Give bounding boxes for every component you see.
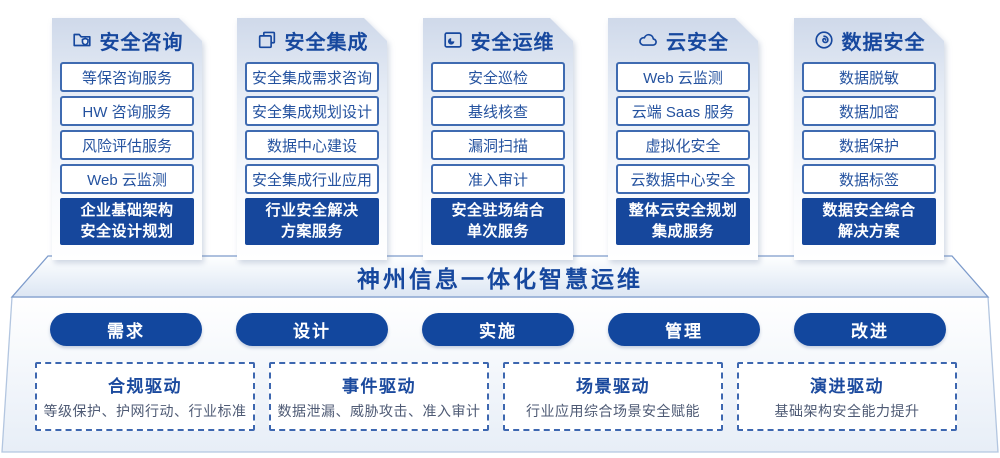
- documents-icon: [258, 31, 275, 49]
- column-footer: 安全驻场结合 单次服务: [431, 198, 565, 245]
- service-item: 安全集成需求咨询: [245, 62, 379, 92]
- column-footer: 企业基础架构 安全设计规划: [60, 198, 194, 245]
- column-data-security: 数据安全 数据脱敏 数据加密 数据保护 数据标签 数据安全综合 解决方案: [794, 10, 944, 260]
- driver-desc: 等级保护、护网行动、行业标准: [43, 403, 247, 419]
- service-item: 云数据中心安全: [616, 164, 750, 194]
- service-item: 数据中心建设: [245, 130, 379, 160]
- column-header: 数据安全: [802, 18, 936, 62]
- service-item: 风险评估服务: [60, 130, 194, 160]
- service-item: 数据标签: [802, 164, 936, 194]
- column-card: 安全集成 安全集成需求咨询 安全集成规划设计 数据中心建设 安全集成行业应用 行…: [237, 18, 387, 260]
- fingerprint-icon: [814, 31, 833, 49]
- column-cloud-security: 云安全 Web 云监测 云端 Saas 服务 虚拟化安全 云数据中心安全 整体云…: [608, 10, 758, 260]
- service-item: 数据保护: [802, 130, 936, 160]
- driver-scenario: 场景驱动 行业应用综合场景安全赋能: [503, 362, 723, 431]
- driver-desc: 基础架构安全能力提升: [774, 403, 920, 419]
- driver-row: 合规驱动 等级保护、护网行动、行业标准 事件驱动 数据泄漏、威胁攻击、准入审计 …: [35, 362, 957, 431]
- column-card: 安全运维 安全巡检 基线核查 漏洞扫描 准入审计 安全驻场结合 单次服务: [423, 18, 573, 260]
- column-security-consulting: 安全咨询 等保咨询服务 HW 咨询服务 风险评估服务 Web 云监测 企业基础架…: [52, 10, 202, 260]
- column-title: 安全咨询: [99, 31, 184, 54]
- service-item: 准入审计: [431, 164, 565, 194]
- column-header: 云安全: [616, 18, 750, 62]
- driver-title: 场景驱动: [576, 377, 650, 396]
- column-title: 安全运维: [470, 31, 555, 54]
- driver-compliance: 合规驱动 等级保护、护网行动、行业标准: [35, 362, 255, 431]
- pill-requirement: 需求: [50, 313, 202, 346]
- cloud-icon: [639, 33, 657, 46]
- pill-design: 设计: [236, 313, 388, 346]
- service-item: Web 云监测: [60, 164, 194, 194]
- service-item: 漏洞扫描: [431, 130, 565, 160]
- banner-title: 神州信息一体化智慧运维: [357, 265, 643, 292]
- driver-title: 事件驱动: [342, 377, 416, 396]
- driver-desc: 数据泄漏、威胁攻击、准入审计: [277, 403, 481, 419]
- service-item: 安全巡检: [431, 62, 565, 92]
- folder-shield-icon: [72, 33, 91, 47]
- column-header: 安全集成: [245, 18, 379, 62]
- service-item: 数据脱敏: [802, 62, 936, 92]
- pill-management: 管理: [608, 313, 760, 346]
- driver-evolution: 演进驱动 基础架构安全能力提升: [737, 362, 957, 431]
- column-security-operations: 安全运维 安全巡检 基线核查 漏洞扫描 准入审计 安全驻场结合 单次服务: [423, 10, 573, 260]
- column-footer: 整体云安全规划 集成服务: [616, 198, 750, 245]
- pill-improvement: 改进: [794, 313, 946, 346]
- service-item: 安全集成规划设计: [245, 96, 379, 126]
- service-item: 虚拟化安全: [616, 130, 750, 160]
- driver-desc: 行业应用综合场景安全赋能: [526, 403, 700, 419]
- driver-title: 合规驱动: [108, 377, 182, 396]
- service-item: 数据加密: [802, 96, 936, 126]
- service-item: HW 咨询服务: [60, 96, 194, 126]
- column-card: 数据安全 数据脱敏 数据加密 数据保护 数据标签 数据安全综合 解决方案: [794, 18, 944, 260]
- driver-incident: 事件驱动 数据泄漏、威胁攻击、准入审计: [269, 362, 489, 431]
- service-item: 安全集成行业应用: [245, 164, 379, 194]
- column-security-integration: 安全集成 安全集成需求咨询 安全集成规划设计 数据中心建设 安全集成行业应用 行…: [237, 10, 387, 260]
- service-item: 云端 Saas 服务: [616, 96, 750, 126]
- driver-title: 演进驱动: [810, 377, 884, 396]
- service-item: Web 云监测: [616, 62, 750, 92]
- service-item: 基线核查: [431, 96, 565, 126]
- column-title: 安全集成: [284, 31, 369, 54]
- dashboard-icon: [443, 32, 462, 48]
- column-title: 数据安全: [841, 31, 926, 54]
- column-card: 安全咨询 等保咨询服务 HW 咨询服务 风险评估服务 Web 云监测 企业基础架…: [52, 18, 202, 260]
- column-header: 安全咨询: [60, 18, 194, 62]
- column-card: 云安全 Web 云监测 云端 Saas 服务 虚拟化安全 云数据中心安全 整体云…: [608, 18, 758, 260]
- column-footer: 行业安全解决 方案服务: [245, 198, 379, 245]
- service-item: 等保咨询服务: [60, 62, 194, 92]
- column-header: 安全运维: [431, 18, 565, 62]
- pill-implementation: 实施: [422, 313, 574, 346]
- process-pill-row: 需求 设计 实施 管理 改进: [50, 313, 946, 346]
- column-title: 云安全: [666, 31, 729, 54]
- column-footer: 数据安全综合 解决方案: [802, 198, 936, 245]
